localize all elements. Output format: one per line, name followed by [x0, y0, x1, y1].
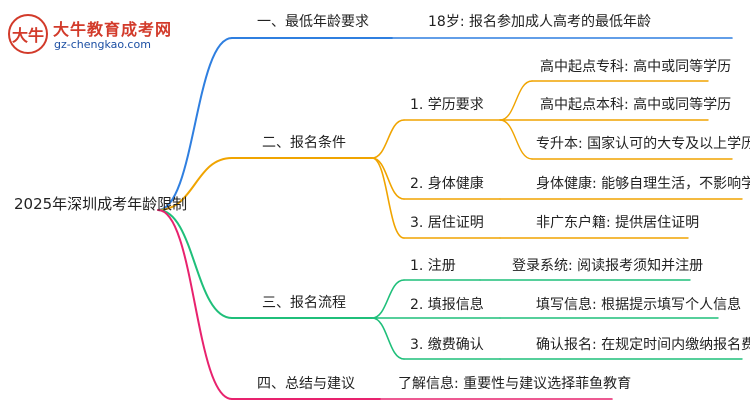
edge-root-branch3 [157, 209, 233, 319]
leaf-summary: 了解信息: 重要性与建议选择菲鱼教育 [398, 376, 632, 392]
leaf-edu-college: 高中起点专科: 高中或同等学历 [540, 59, 732, 75]
logo-badge-icon: 大牛 [8, 14, 48, 54]
sub-register: 1. 注册 [410, 258, 456, 274]
sub-residence: 3. 居住证明 [410, 215, 484, 231]
logo-url: gz-chengkao.com [54, 38, 151, 51]
logo-title: 大牛教育成考网 [53, 20, 173, 39]
mindmap-edges [157, 37, 743, 400]
root-node: 2025年深圳成考年龄限制 [14, 195, 188, 213]
edge-branch3-payment [371, 317, 405, 360]
sub-fill-info: 2. 填报信息 [410, 297, 484, 313]
leaf-residence: 非广东户籍: 提供居住证明 [536, 215, 700, 231]
edge-root-branch1 [157, 37, 233, 211]
edge-branch2-residence [371, 157, 405, 239]
edge-edu-college [499, 80, 533, 121]
edge-branch2-health [371, 157, 405, 200]
branch-summary: 四、总结与建议 [257, 376, 355, 392]
leaf-fill-info: 填写信息: 根据提示填写个人信息 [536, 297, 742, 313]
branch-min-age: 一、最低年龄要求 [257, 14, 369, 30]
leaf-health: 身体健康: 能够自理生活，不影响学习 [536, 176, 750, 192]
leaf-register: 登录系统: 阅读报考须知并注册 [512, 258, 704, 274]
edge-branch2-education [371, 119, 405, 159]
leaf-min-age: 18岁: 报名参加成人高考的最低年龄 [428, 14, 651, 30]
leaf-payment: 确认报名: 在规定时间内缴纳报名费用 [536, 337, 750, 353]
branch-process: 三、报名流程 [262, 295, 346, 311]
edge-edu-upgrade [499, 119, 533, 160]
sub-payment: 3. 缴费确认 [410, 337, 484, 353]
branch-conditions: 二、报名条件 [262, 135, 346, 151]
brand-logo: 大牛 大牛教育成考网 gz-chengkao.com [8, 14, 178, 58]
edge-root-branch2 [157, 157, 233, 211]
edge-root-branch4 [157, 209, 233, 400]
sub-health: 2. 身体健康 [410, 176, 484, 192]
leaf-edu-bachelor: 高中起点本科: 高中或同等学历 [540, 97, 732, 113]
leaf-edu-upgrade: 专升本: 国家认可的大专及以上学历 [536, 136, 750, 152]
edge-branch3-register [371, 279, 405, 319]
sub-education: 1. 学历要求 [410, 97, 484, 113]
